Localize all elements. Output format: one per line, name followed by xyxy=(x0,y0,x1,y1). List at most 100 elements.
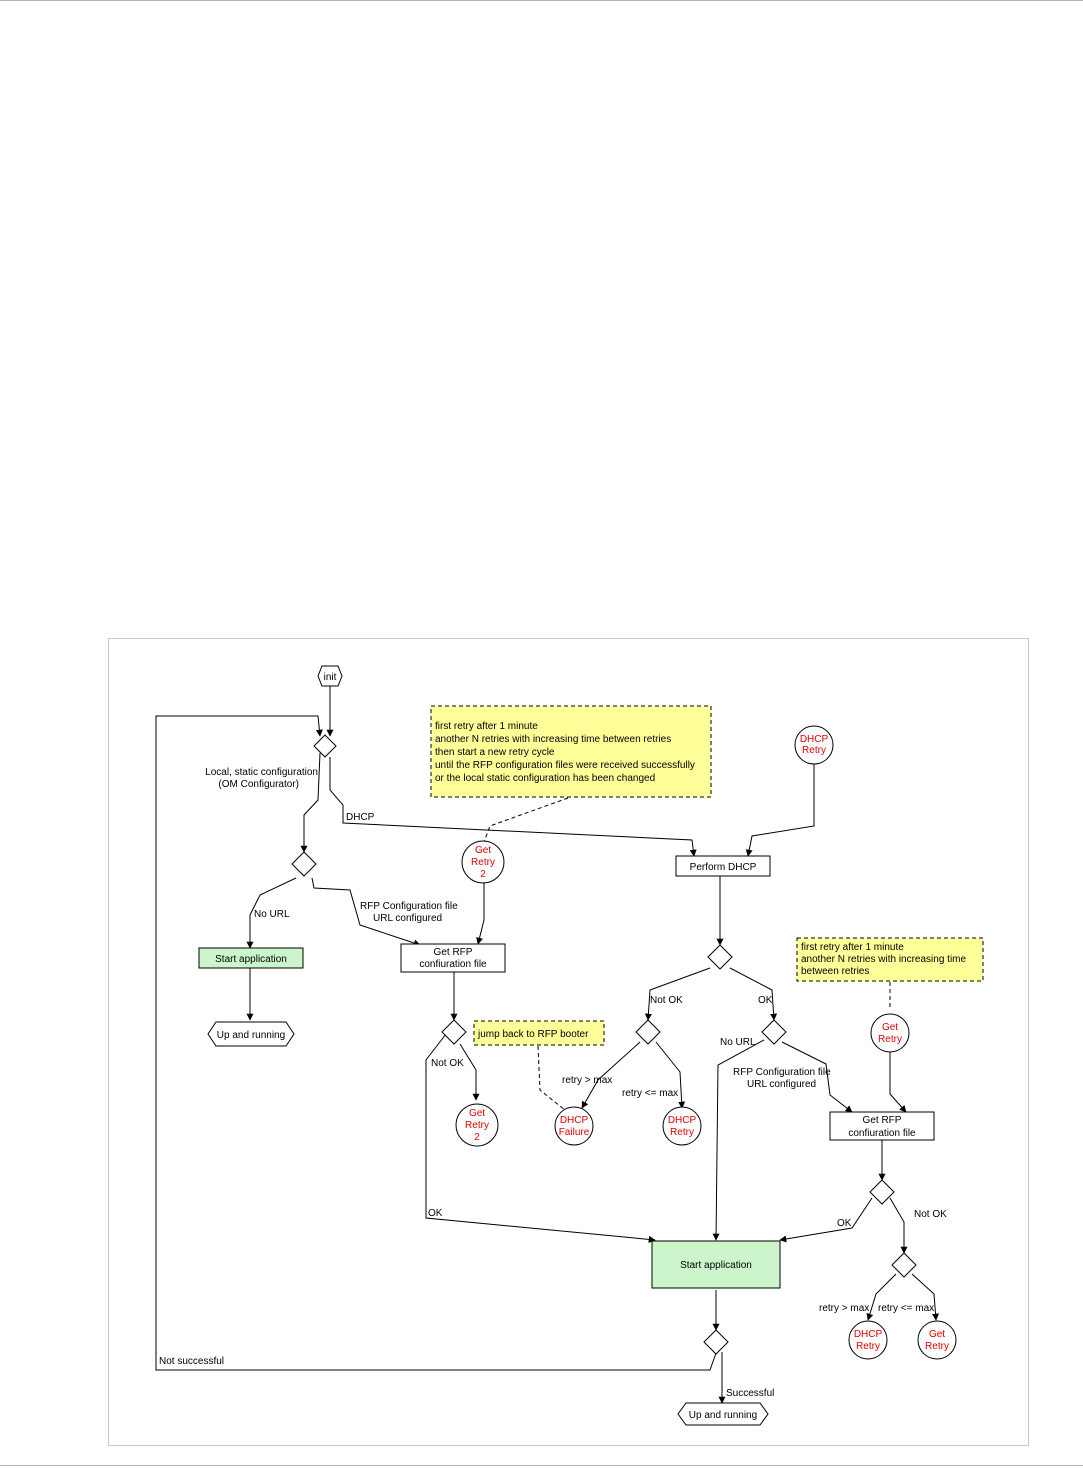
decision-dhcp-retry xyxy=(635,1019,661,1045)
circle-dhcp-retry-bottom: DHCP Retry xyxy=(848,1320,888,1360)
circle-text: Retry xyxy=(670,1127,694,1138)
note-line: first retry after 1 minute xyxy=(801,942,904,953)
decision-url-right xyxy=(761,1019,787,1045)
decision-result-right xyxy=(869,1179,895,1205)
circle-get-retry2-bottom: Get Retry 2 xyxy=(455,1103,499,1147)
start-application-left: Start application xyxy=(198,947,304,969)
note-retry-policy-top: first retry after 1 minute another N ret… xyxy=(430,705,712,798)
note-retry-policy-right: first retry after 1 minute another N ret… xyxy=(796,937,984,982)
note-line: another N retries with increasing time xyxy=(801,954,967,965)
circle-text: Retry xyxy=(465,1120,489,1131)
label-rfp-cfg-right-1: RFP Configuration file xyxy=(733,1067,831,1078)
decision-config-source xyxy=(313,734,337,758)
get-rfp-left-line1: Get RFP xyxy=(434,947,473,958)
circle-text: DHCP xyxy=(800,734,829,745)
note-jump-back: jump back to RFP booter xyxy=(473,1020,605,1046)
circle-text: Retry xyxy=(471,857,495,868)
diagram-frame xyxy=(108,638,1029,1446)
get-rfp-right-line1: Get RFP xyxy=(863,1115,902,1126)
circle-text: Get xyxy=(475,845,491,856)
label-successful: Successful xyxy=(726,1388,774,1399)
start-application-main: Start application xyxy=(651,1240,781,1289)
label-not-ok-right: Not OK xyxy=(914,1209,947,1220)
circle-text: DHCP xyxy=(668,1115,697,1126)
label-retry-le-max: retry <= max xyxy=(622,1088,678,1099)
decision-url-left xyxy=(291,851,317,877)
up-and-running-left-label: Up and running xyxy=(217,1030,285,1041)
note-line: between retries xyxy=(801,966,869,977)
label-rfp-cfg-left-2: URL configured xyxy=(373,913,442,924)
edge-d5-retrymid xyxy=(655,1041,686,1109)
edge-d3-startmain xyxy=(425,1033,656,1243)
note-connector-jump xyxy=(537,1045,566,1111)
circle-text: Get xyxy=(469,1108,485,1119)
label-dhcp: DHCP xyxy=(346,812,375,823)
edge-d7-d8 xyxy=(889,1197,908,1254)
label-retry-gt-max: retry > max xyxy=(562,1075,612,1086)
edge-d8-dhcpretryb xyxy=(866,1273,897,1321)
edges xyxy=(155,686,940,1404)
note-line: another N retries with increasing time b… xyxy=(435,734,671,745)
circle-text: 2 xyxy=(480,869,486,880)
start-application-main-label: Start application xyxy=(680,1260,752,1271)
edge-d6-getrfpright xyxy=(781,1041,853,1113)
circle-text: Retry xyxy=(925,1341,949,1352)
circle-dhcp-retry-mid: DHCP Retry xyxy=(662,1106,702,1146)
circle-dhcp-failure: DHCP Failure xyxy=(554,1106,594,1146)
note-line: until the RFP configuration files were r… xyxy=(435,760,695,771)
label-local-static-2: (OM Configurator) xyxy=(218,779,299,790)
circle-text: DHCP xyxy=(854,1329,883,1340)
circle-dhcp-retry-top: DHCP Retry xyxy=(794,725,834,765)
circle-get-retry2-top: Get Retry 2 xyxy=(461,840,505,884)
label-ok-dhcp: OK xyxy=(758,995,773,1006)
get-rfp-config-right: Get RFP confiuration file xyxy=(829,1111,935,1141)
edge-d1-d2 xyxy=(300,752,321,853)
circle-get-retry-bottom: Get Retry xyxy=(917,1320,957,1360)
edge-d2-getrfpleft xyxy=(311,877,421,947)
note-line: first retry after 1 minute xyxy=(435,721,538,732)
up-and-running-bottom-label: Up and running xyxy=(689,1410,757,1421)
label-ok-left: OK xyxy=(428,1208,443,1219)
edge-d3-retry2b xyxy=(459,1043,480,1101)
edge-d2-startleft xyxy=(246,877,297,949)
circle-text: Retry xyxy=(878,1034,902,1045)
label-not-ok-dhcp: Not OK xyxy=(650,995,683,1006)
edge-d4-d5 xyxy=(644,967,711,1021)
circle-text: Retry xyxy=(802,745,826,756)
init-label: init xyxy=(324,672,337,683)
edge-d1-dhcp xyxy=(329,757,697,857)
edge-loop-back xyxy=(155,715,717,1371)
label-rfp-cfg-right-2: URL configured xyxy=(747,1079,816,1090)
label-ok-right: OK xyxy=(837,1218,852,1229)
edge-dhcpretry-perform xyxy=(745,764,815,857)
circle-text: DHCP xyxy=(560,1115,589,1126)
note-line: then start a new retry cycle xyxy=(435,747,555,758)
circle-text: 2 xyxy=(474,1132,480,1143)
decision-result-left xyxy=(441,1019,467,1045)
label-not-successful: Not successful xyxy=(159,1356,224,1367)
circle-text: Get xyxy=(929,1329,945,1340)
edge-d7-startmain xyxy=(779,1197,873,1243)
edge-d4-d6 xyxy=(729,967,778,1021)
label-retry-gt-max-2: retry > max xyxy=(819,1303,869,1314)
edge-labels: Local, static configuration (OM Configur… xyxy=(159,767,947,1399)
circle-text: Failure xyxy=(559,1127,590,1138)
perform-dhcp-label: Perform DHCP xyxy=(690,862,757,873)
start-application-left-label: Start application xyxy=(215,954,287,965)
note-connector-top xyxy=(483,797,569,843)
edge-d5-failure xyxy=(581,1041,641,1109)
label-no-url-right: No URL xyxy=(720,1037,756,1048)
label-retry-le-max-2: retry <= max xyxy=(878,1303,934,1314)
get-rfp-left-line2: confiuration file xyxy=(419,959,487,970)
label-local-static-1: Local, static configuration xyxy=(205,767,318,778)
label-no-url-left: No URL xyxy=(254,909,290,920)
get-rfp-config-left: Get RFP confiuration file xyxy=(400,943,506,973)
decision-dhcp-result xyxy=(707,944,733,970)
edge-d6-startmain xyxy=(712,1039,765,1241)
label-rfp-cfg-left-1: RFP Configuration file xyxy=(360,901,458,912)
up-and-running-left: Up and running xyxy=(207,1021,295,1047)
circle-text: Retry xyxy=(856,1341,880,1352)
note-line: jump back to RFP booter xyxy=(477,1029,589,1040)
page-bottom-rule xyxy=(0,1465,1083,1466)
